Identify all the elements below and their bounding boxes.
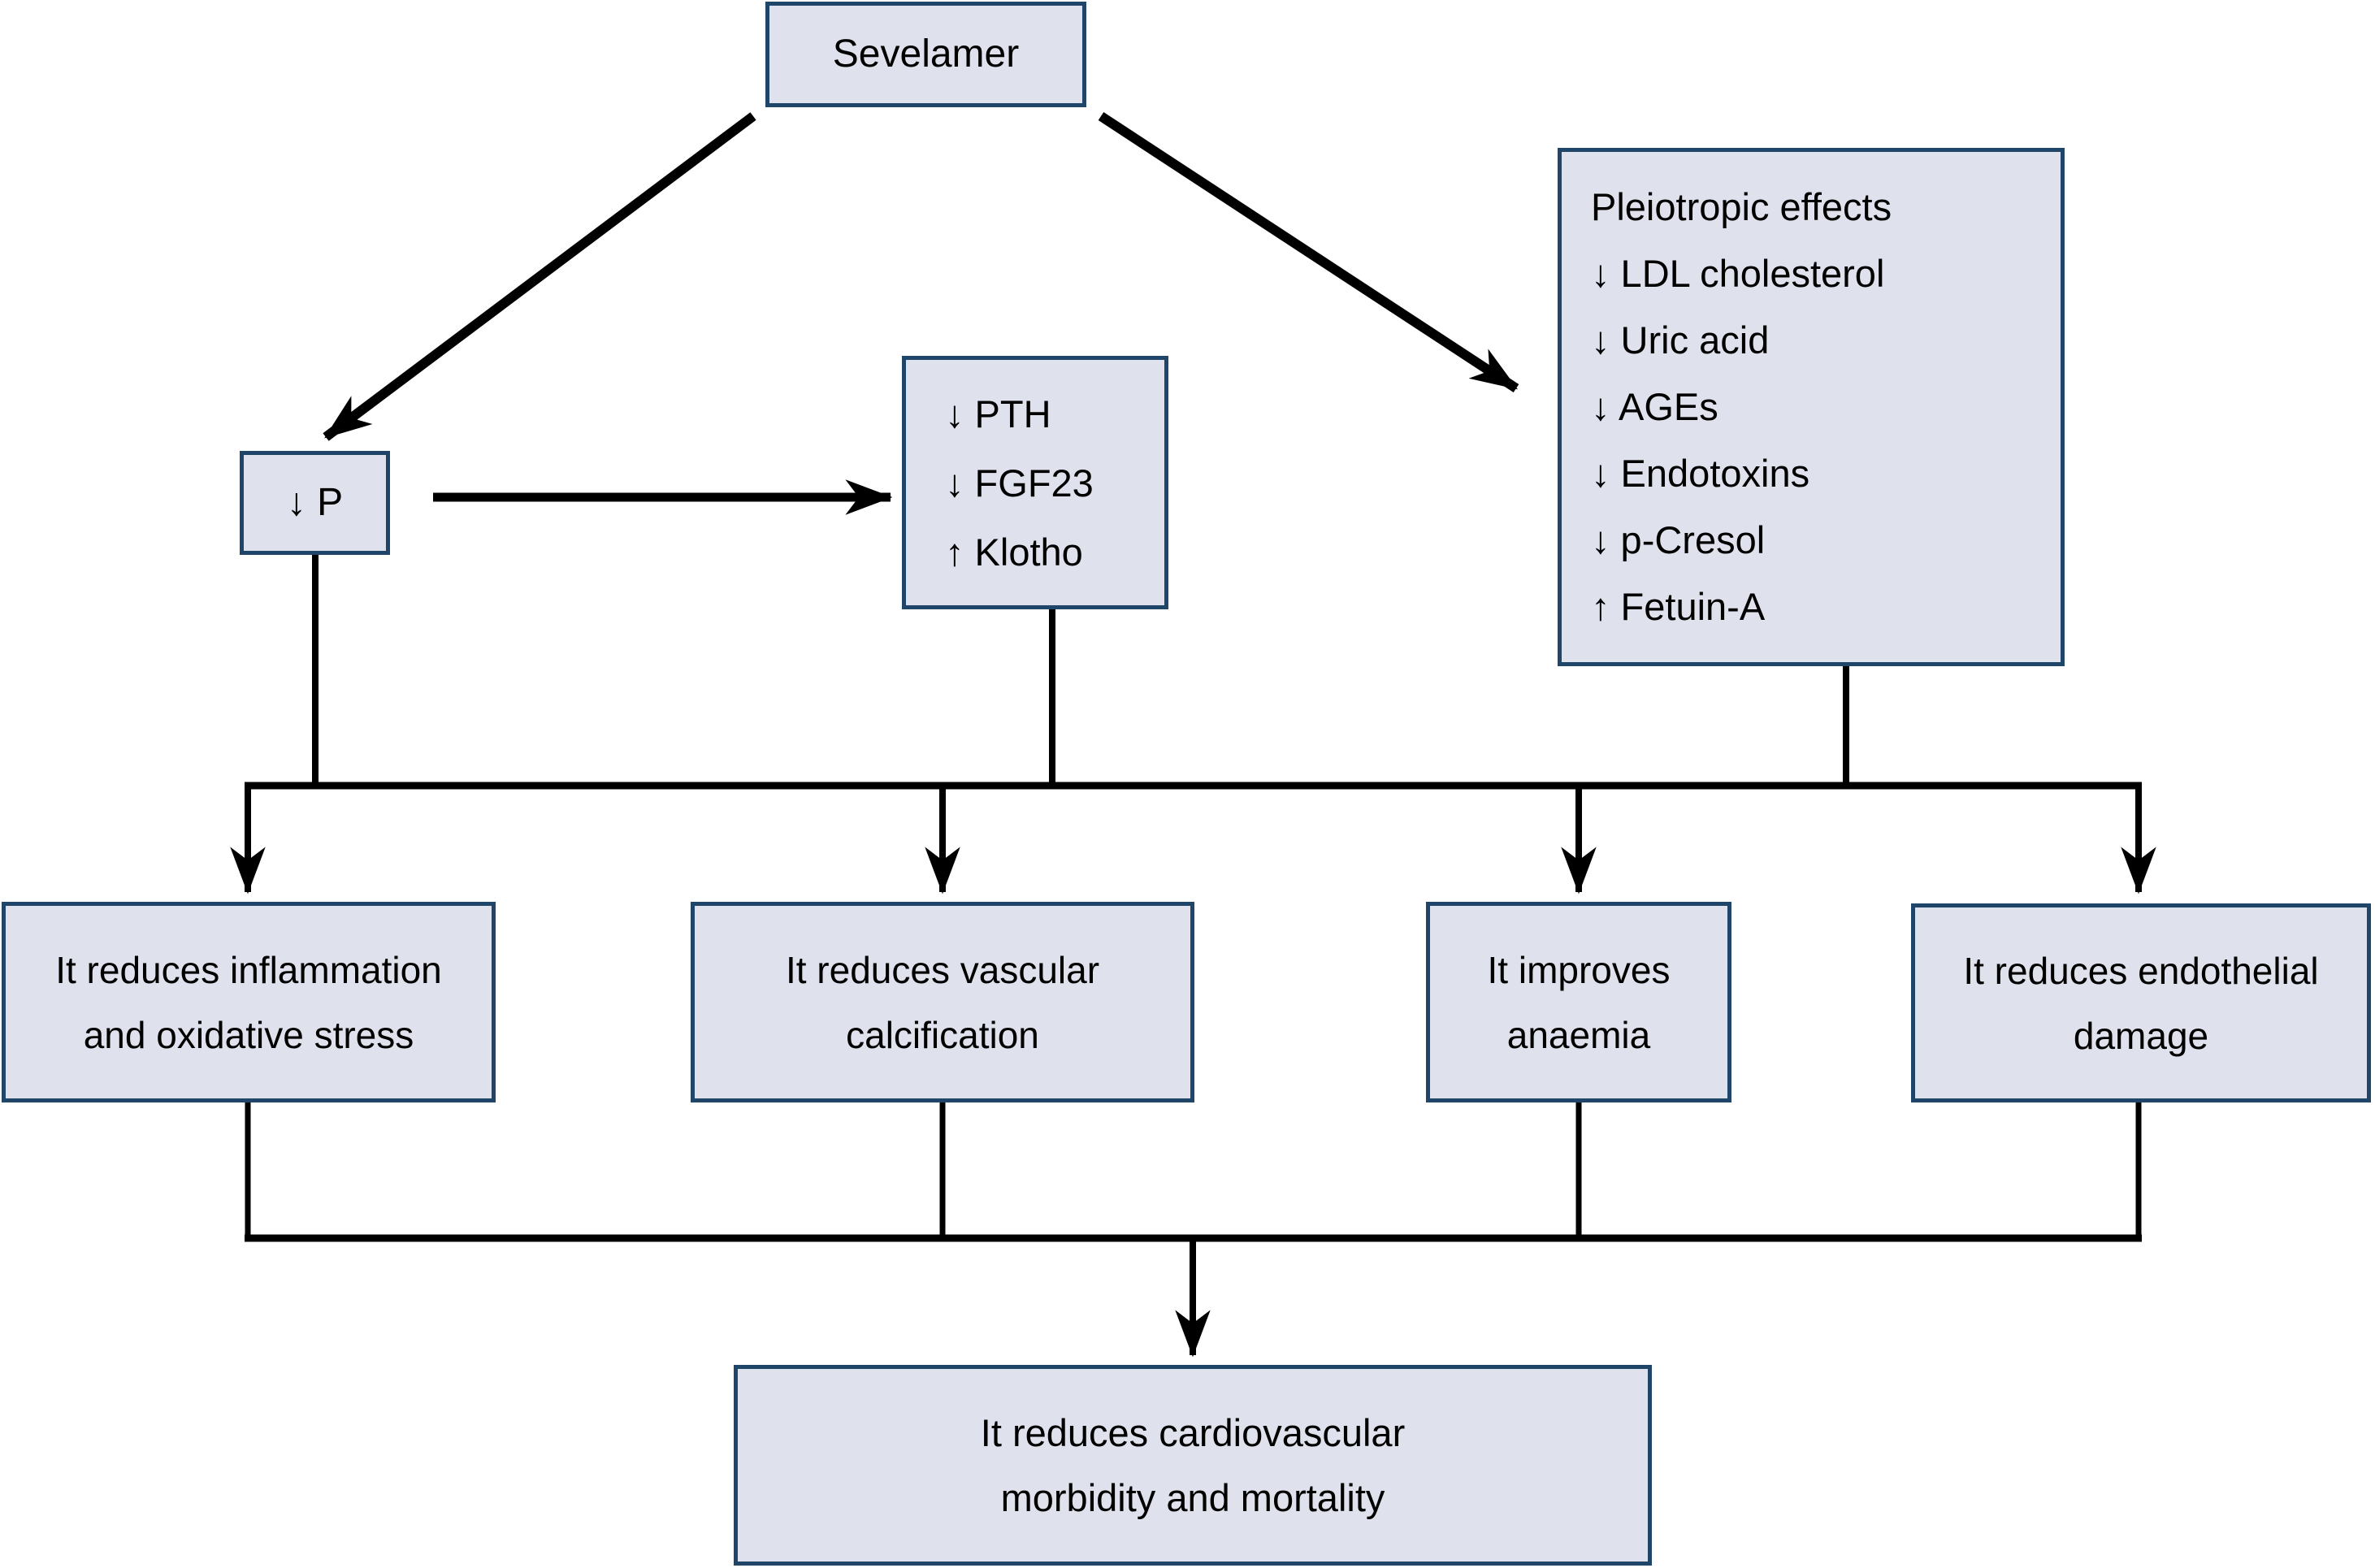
- node-mineral-effects: ↓ PTH ↓ FGF23 ↑ Klotho: [902, 356, 1168, 609]
- node-inflammation: It reduces inflammation and oxidative st…: [2, 902, 496, 1102]
- node-endothelial-line: It reduces endothelial: [1963, 949, 2319, 992]
- node-outcome: It reduces cardiovascular morbidity and …: [734, 1365, 1652, 1566]
- node-calcification: It reduces vascular calcification: [691, 902, 1194, 1102]
- node-outcome-line: morbidity and mortality: [1000, 1475, 1385, 1519]
- node-endothelial-line: damage: [2073, 1014, 2209, 1057]
- node-pleiotropic-line: ↑ Fetuin-A: [1591, 585, 1766, 628]
- node-outcome-line: It reduces cardiovascular: [980, 1410, 1406, 1454]
- node-inflammation-line: and oxidative stress: [83, 1013, 414, 1056]
- node-mineral-line: ↑ Klotho: [945, 530, 1083, 574]
- node-mineral-line: ↓ FGF23: [945, 461, 1094, 505]
- node-inflammation-line: It reduces inflammation: [55, 948, 442, 991]
- node-phosphate-label: ↓ P: [286, 481, 344, 524]
- node-pleiotropic-line: ↓ LDL cholesterol: [1591, 252, 1885, 295]
- node-pleiotropic-line: ↓ Uric acid: [1591, 318, 1770, 362]
- node-pleiotropic-effects: Pleiotropic effects ↓ LDL cholesterol ↓ …: [1558, 148, 2065, 666]
- node-mineral-line: ↓ PTH: [945, 392, 1051, 435]
- node-sevelamer-label: Sevelamer: [832, 32, 1020, 76]
- node-anaemia-line: anaemia: [1506, 1013, 1651, 1056]
- arrow-sevelamer-to-phosphate: [323, 112, 756, 441]
- node-pleiotropic-title: Pleiotropic effects: [1591, 185, 1892, 228]
- node-calcification-line: calcification: [846, 1013, 1039, 1056]
- node-pleiotropic-line: ↓ p-Cresol: [1591, 518, 1766, 561]
- node-anaemia: It improves anaemia: [1426, 902, 1731, 1102]
- node-sevelamer: Sevelamer: [765, 2, 1086, 107]
- node-pleiotropic-line: ↓ AGEs: [1591, 385, 1718, 428]
- node-phosphate: ↓ P: [240, 451, 390, 555]
- node-pleiotropic-line: ↓ Endotoxins: [1591, 452, 1810, 495]
- arrow-sevelamer-to-pleiotropic: [1098, 111, 1519, 393]
- node-anaemia-line: It improves: [1487, 948, 1671, 991]
- node-endothelial: It reduces endothelial damage: [1911, 903, 2371, 1102]
- node-calcification-line: It reduces vascular: [785, 948, 1100, 991]
